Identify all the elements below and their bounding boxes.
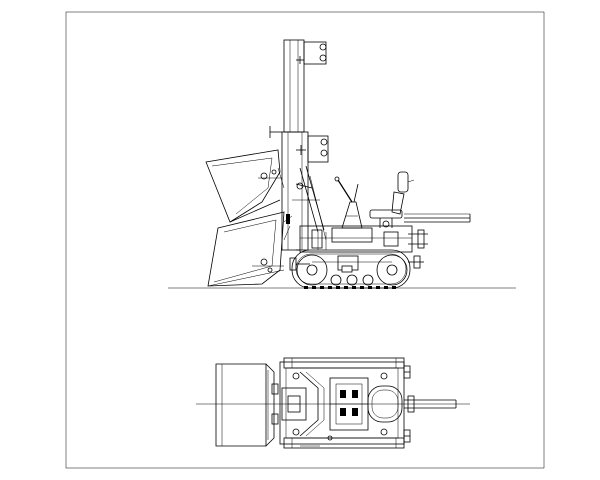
control-lever	[334, 176, 363, 229]
mast	[269, 39, 329, 251]
upper-bucket	[205, 149, 285, 223]
tow-bar	[404, 213, 471, 223]
bucket-plan	[215, 363, 279, 447]
tow-bar-plan	[404, 395, 457, 413]
operator-seat	[369, 171, 415, 228]
plan-view	[196, 357, 470, 449]
chassis	[289, 225, 428, 271]
sheet-border	[65, 11, 545, 469]
chassis-plan	[279, 357, 411, 449]
crawler-track	[291, 232, 411, 289]
side-elevation-view	[168, 39, 516, 289]
linkage-arms	[292, 165, 327, 241]
lower-bucket	[207, 211, 293, 287]
